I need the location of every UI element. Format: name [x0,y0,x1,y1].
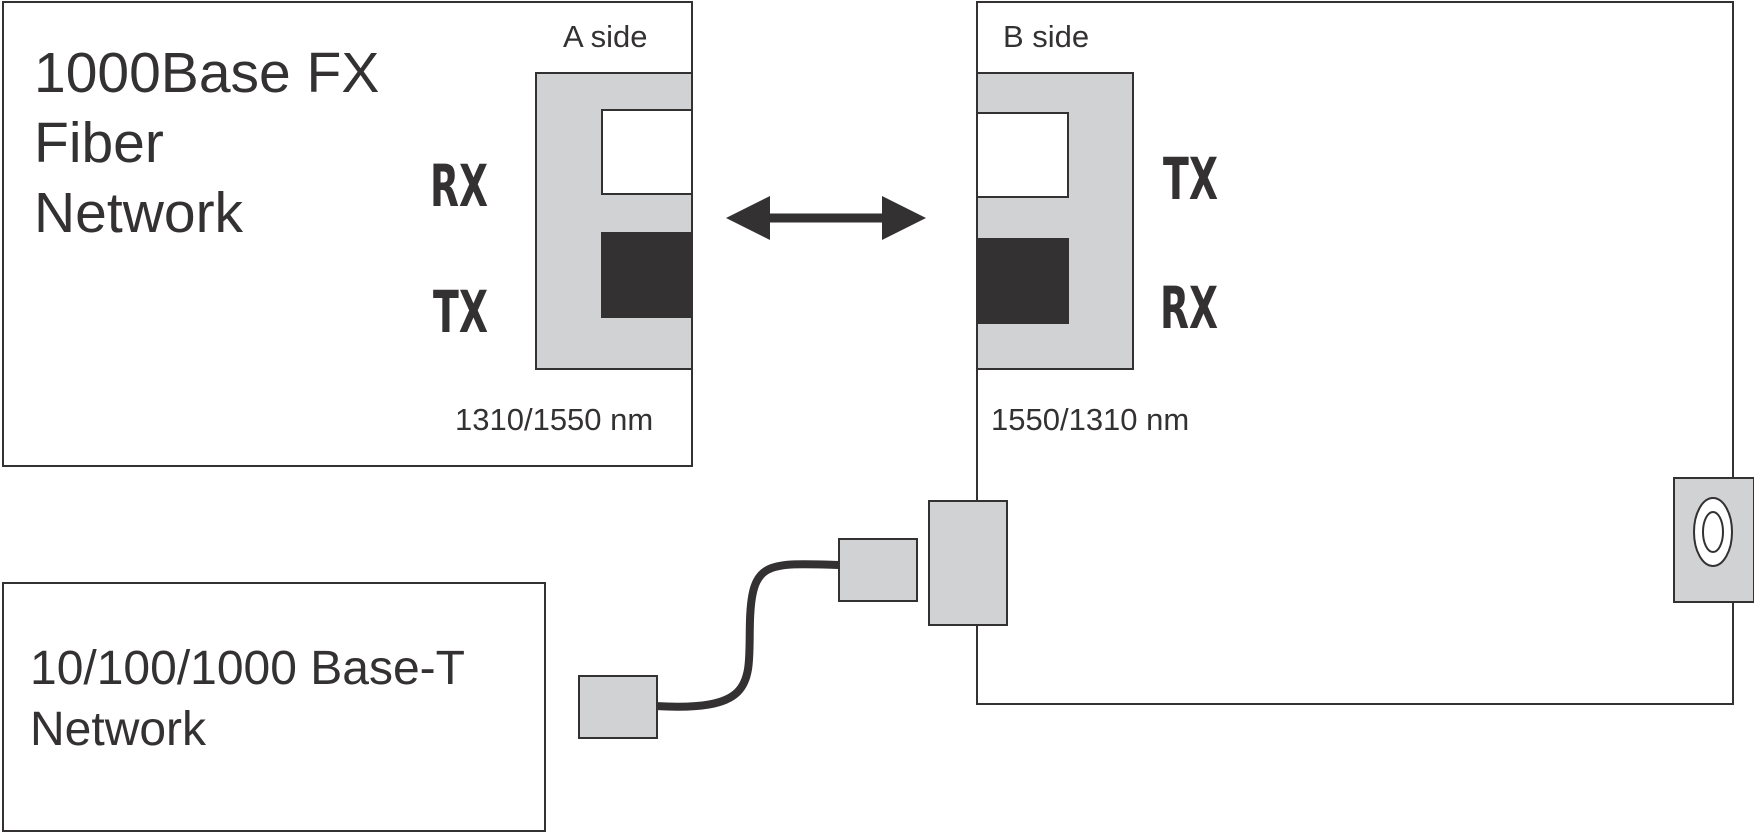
bidirectional-link-arrow [726,196,926,240]
copper-network-title-line-1: 10/100/1000 Base-T [30,642,465,695]
b-side-wavelength: 1550/1310 nm [991,402,1189,437]
b-side-label: B side [1003,19,1089,54]
cable-plug-near-converter [838,538,918,602]
fiber-network-title-line-3: Network [34,181,244,245]
b-side-tx-slot [976,112,1069,198]
a-side-label: A side [563,19,647,54]
fiber-network-title-line-1: 1000Base FX [34,41,379,105]
a-side-rx-slot [601,109,693,195]
copper-network-box [2,582,546,832]
ethernet-cable [578,538,918,739]
power-jack-icon [1673,477,1754,603]
b-side-tx-label: TX [1163,145,1218,213]
copper-network-title-line-2: Network [30,703,207,756]
b-side-rx-label: RX [1160,274,1218,342]
a-side-tx-slot [601,232,693,318]
fiber-network-title-line-2: Fiber [34,111,164,175]
converter-rj45-port [928,500,1008,626]
cable-plug-near-copper-network [578,675,658,739]
b-side-rx-slot [976,238,1069,324]
a-side-wavelength: 1310/1550 nm [455,402,653,437]
a-side-tx-label: TX [433,278,488,346]
a-side-rx-label: RX [430,152,488,220]
